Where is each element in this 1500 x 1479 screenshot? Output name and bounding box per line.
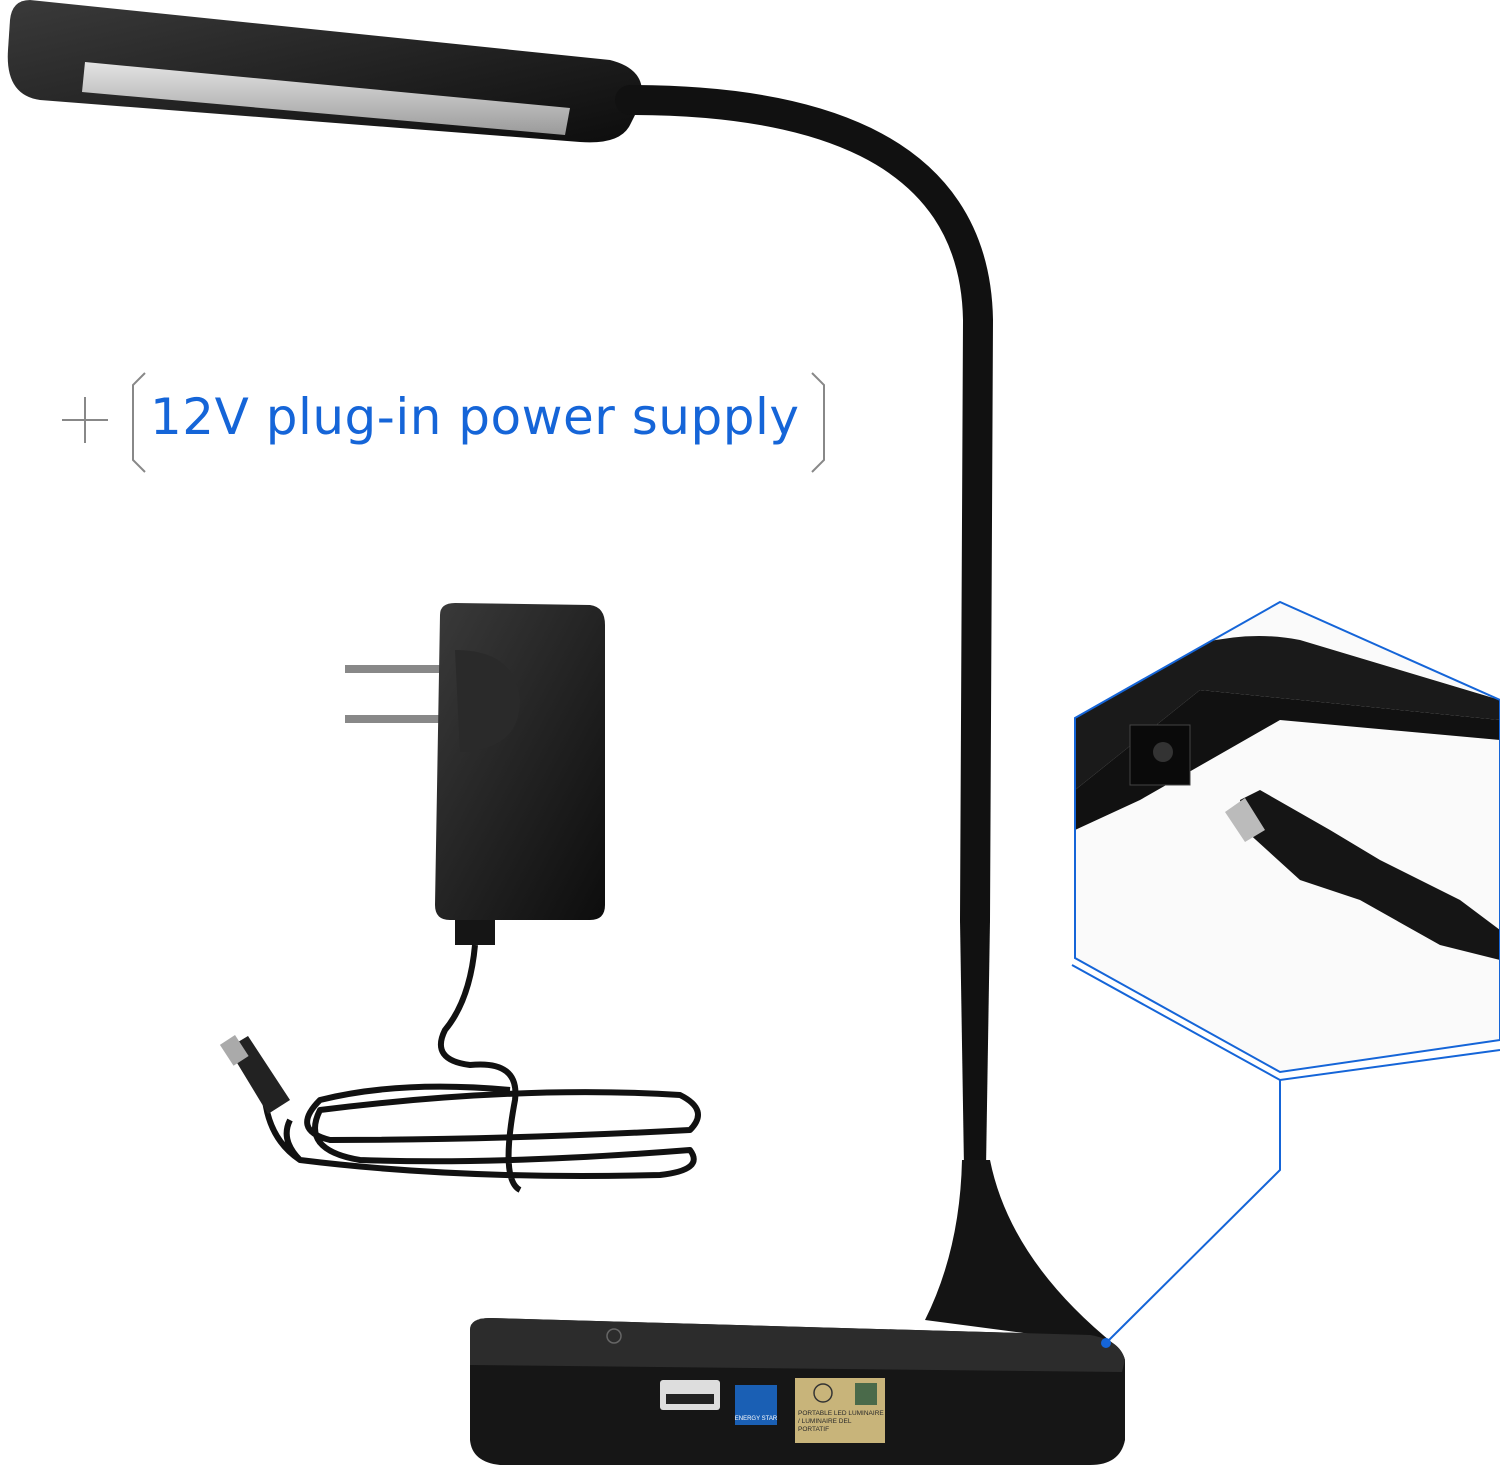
svg-text:ENERGY STAR: ENERGY STAR <box>735 1416 778 1422</box>
power-cord <box>252 944 701 1193</box>
caption-text: 12V plug-in power supply <box>150 388 800 446</box>
touch-power-icon[interactable] <box>606 1328 622 1344</box>
port-detail-inset <box>1071 600 1500 1348</box>
gooseneck-arm <box>615 85 994 935</box>
usb-port-icon[interactable] <box>660 1380 720 1410</box>
lamp-base: ENERGY STAR <box>470 1318 1125 1465</box>
dc-plug <box>1240 790 1500 960</box>
energy-star-logo: ENERGY STAR <box>735 1385 778 1425</box>
power-adapter <box>219 603 701 1193</box>
base-stem <box>925 1160 1115 1345</box>
caption-decoration <box>62 372 825 473</box>
certification-sticker-text: PORTABLE LED LUMINAIRE / LUMINAIRE DEL P… <box>798 1410 884 1433</box>
callout-line <box>1106 1080 1281 1343</box>
lamp-head <box>7 0 642 143</box>
